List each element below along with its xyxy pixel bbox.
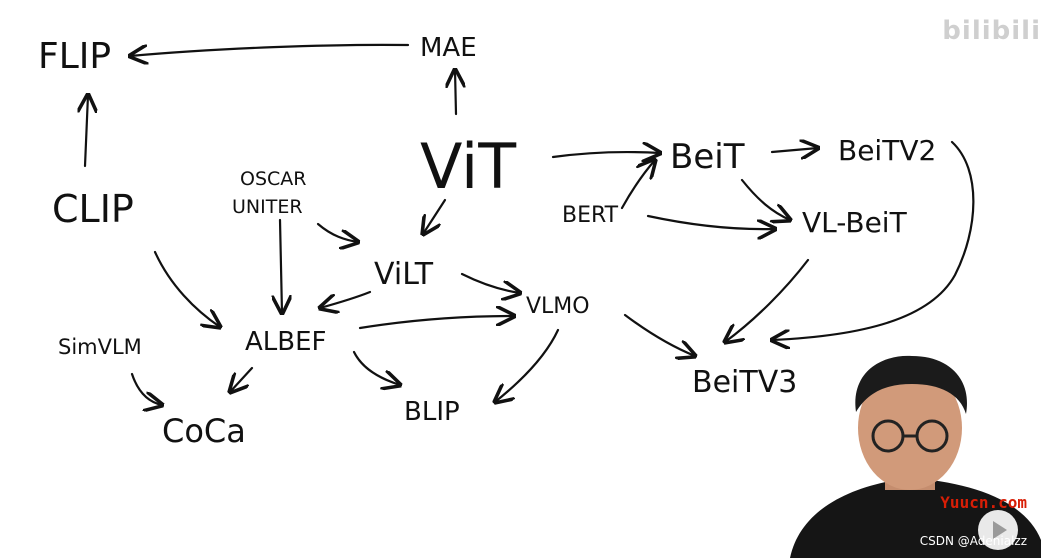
arrow-albef-vlmo — [358, 316, 514, 330]
node-beitv2: BeiTV2 — [838, 134, 936, 167]
node-albef: ALBEF — [245, 327, 327, 357]
play-icon[interactable] — [978, 510, 1018, 550]
arrow-vit-mae — [455, 70, 456, 116]
arrow-beit-vlbeit — [740, 178, 790, 220]
node-simvlm: SimVLM — [58, 335, 142, 359]
node-beit: BeiT — [670, 137, 745, 177]
arrow-vlbeit-beitv3 — [725, 258, 810, 342]
arrow-clip-flip — [85, 95, 88, 168]
node-mae: MAE — [420, 33, 477, 63]
node-blip: BLIP — [404, 397, 460, 427]
node-vilt: ViLT — [374, 257, 434, 292]
presenter-video — [790, 355, 1041, 558]
node-coca: CoCa — [162, 412, 246, 450]
arrow-vlmo-beitv3 — [623, 313, 695, 356]
arrow-simvlm-coca — [130, 372, 162, 405]
arrow-beitv2-beitv3 — [772, 140, 975, 340]
presenter-face — [858, 366, 962, 490]
arrow-beit-beitv2 — [770, 148, 818, 152]
presenter-shoulders — [790, 478, 1041, 558]
arrow-vit-vilt — [423, 198, 447, 234]
node-vlbeit: VL-BeiT — [802, 206, 908, 239]
arrow-uniter-albef — [280, 218, 282, 313]
csdn-watermark: CSDN @Adenialzz — [919, 534, 1027, 548]
arrow-albef-blip — [352, 350, 400, 385]
node-beitv3: BeiTV3 — [692, 365, 797, 400]
arrow-vilt-albef — [320, 290, 372, 308]
yuucn-watermark: Yuucn.com — [940, 493, 1027, 512]
node-clip: CLIP — [52, 187, 134, 231]
node-bert: BERT — [562, 203, 619, 228]
arrow-albef-coca — [230, 366, 254, 392]
arrow-uniter-vilt — [316, 222, 358, 242]
arrow-mae-flip — [130, 43, 410, 56]
arrow-clip-albef — [153, 250, 220, 327]
arrow-bert-beit — [620, 160, 655, 210]
arrow-vit-beit — [551, 152, 660, 157]
bilibili-watermark: bilibili — [942, 16, 1041, 46]
node-vlmo: VLMO — [526, 294, 590, 319]
node-uniter: UNITER — [232, 196, 303, 218]
node-vit: ViT — [420, 130, 517, 203]
presenter-hair — [855, 355, 967, 414]
node-oscar: OSCAR — [240, 168, 306, 190]
arrow-vlmo-blip — [495, 328, 560, 402]
arrow-bert-vlbeit — [646, 214, 775, 229]
glasses-icon — [871, 419, 949, 453]
arrow-vilt-vlmo — [460, 272, 520, 293]
node-flip: FLIP — [38, 36, 111, 77]
